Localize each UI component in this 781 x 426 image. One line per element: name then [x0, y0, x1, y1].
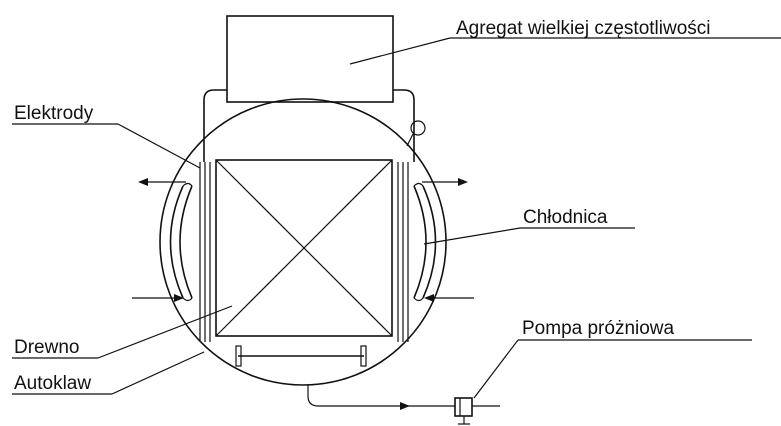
electrodes-leader — [117, 123, 201, 169]
coolant-in-right-arrow — [424, 294, 474, 302]
wood-stack — [215, 159, 393, 337]
right-cooler — [413, 182, 437, 302]
coolant-out-left-arrow — [138, 178, 186, 186]
cooler-leader — [423, 227, 521, 245]
generator-leader — [349, 37, 451, 65]
vacuum-pipe — [307, 385, 455, 407]
electrodes-label: Elektrody — [14, 103, 94, 124]
vacuum-pump-label: Pompa próżniowa — [522, 318, 675, 339]
right-cable — [393, 89, 415, 162]
left-cable — [203, 89, 227, 162]
gauge-stem — [406, 133, 414, 147]
cooler-label: Chłodnica — [523, 207, 608, 228]
autoclave-label: Autoklaw — [14, 373, 91, 394]
cart — [235, 345, 367, 367]
coolant-out-right-arrow — [422, 178, 468, 186]
right-electrode — [397, 162, 409, 342]
left-cooler — [169, 182, 193, 302]
left-electrode — [199, 162, 211, 342]
wood-label: Drewno — [14, 337, 79, 358]
coolant-in-left-arrow — [132, 294, 184, 302]
autoclave-leader — [111, 351, 205, 395]
wood-leader — [97, 305, 233, 359]
pump-leader — [473, 339, 519, 399]
pressure-gauge-icon — [410, 120, 426, 136]
vacuum-flow-arrow — [400, 402, 410, 410]
generator-label: Agregat wielkiej częstotliwości — [456, 18, 711, 39]
wood-diagonal-2 — [215, 159, 393, 337]
autoclave-vessel — [159, 98, 447, 386]
generator-box — [226, 15, 394, 103]
vacuum-pump-icon — [454, 397, 473, 425]
